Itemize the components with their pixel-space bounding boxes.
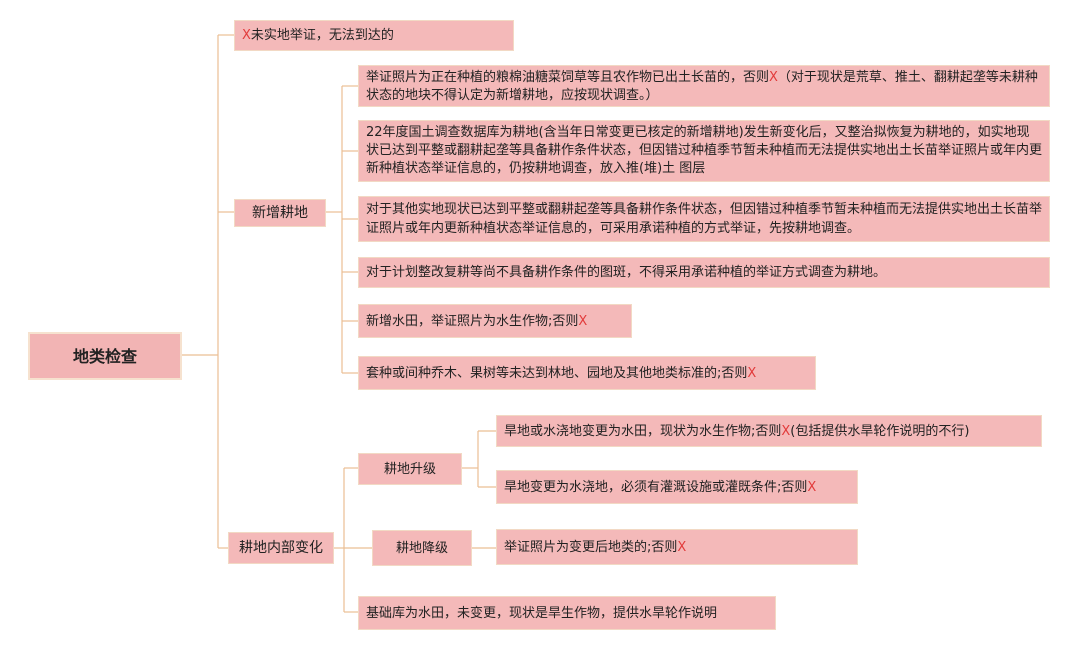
cross-mark-icon: X [578, 313, 588, 329]
new-farmland-item-4[interactable]: 对于计划整改复耕等尚不具备耕作条件的图斑，不得采用承诺种植的举证方式调查为耕地。 [358, 257, 1050, 288]
new-farmland-item-1[interactable]: 举证照片为正在种植的粮棉油糖菜饲草等且农作物已出土长苗的，否则X（对于现状是荒草… [358, 65, 1050, 107]
node-new-farmland[interactable]: 新增耕地 [234, 199, 326, 227]
node-internal-change[interactable]: 耕地内部变化 [228, 532, 334, 564]
cross-mark-icon: X [807, 479, 817, 495]
cross-mark-icon: X [242, 28, 251, 43]
root-node[interactable]: 地类检查 [28, 332, 182, 380]
new-farmland-item-2[interactable]: 22年度国土调查数据库为耕地(含当年日常变更已核定的新增耕地)发生新变化后，又整… [358, 120, 1050, 182]
upgrade-item-1[interactable]: 旱地或水浇地变更为水田，现状为水生作物;否则X(包括提供水旱轮作说明的不行) [496, 415, 1042, 447]
base-item[interactable]: 基础库为水田，未变更，现状是旱生作物，提供水旱轮作说明 [358, 596, 776, 630]
cross-mark-icon: X [747, 365, 757, 381]
new-farmland-item-3[interactable]: 对于其他实地现状已达到平整或翻耕起垄等具备耕作条件状态，但因错过种植季节暂未种植… [358, 196, 1050, 242]
node-downgrade[interactable]: 耕地降级 [372, 530, 472, 566]
cross-mark-icon: X [677, 539, 687, 555]
node-upgrade[interactable]: 耕地升级 [358, 453, 462, 485]
cross-mark-icon: X [769, 70, 778, 85]
cross-mark-icon: X [781, 423, 791, 439]
